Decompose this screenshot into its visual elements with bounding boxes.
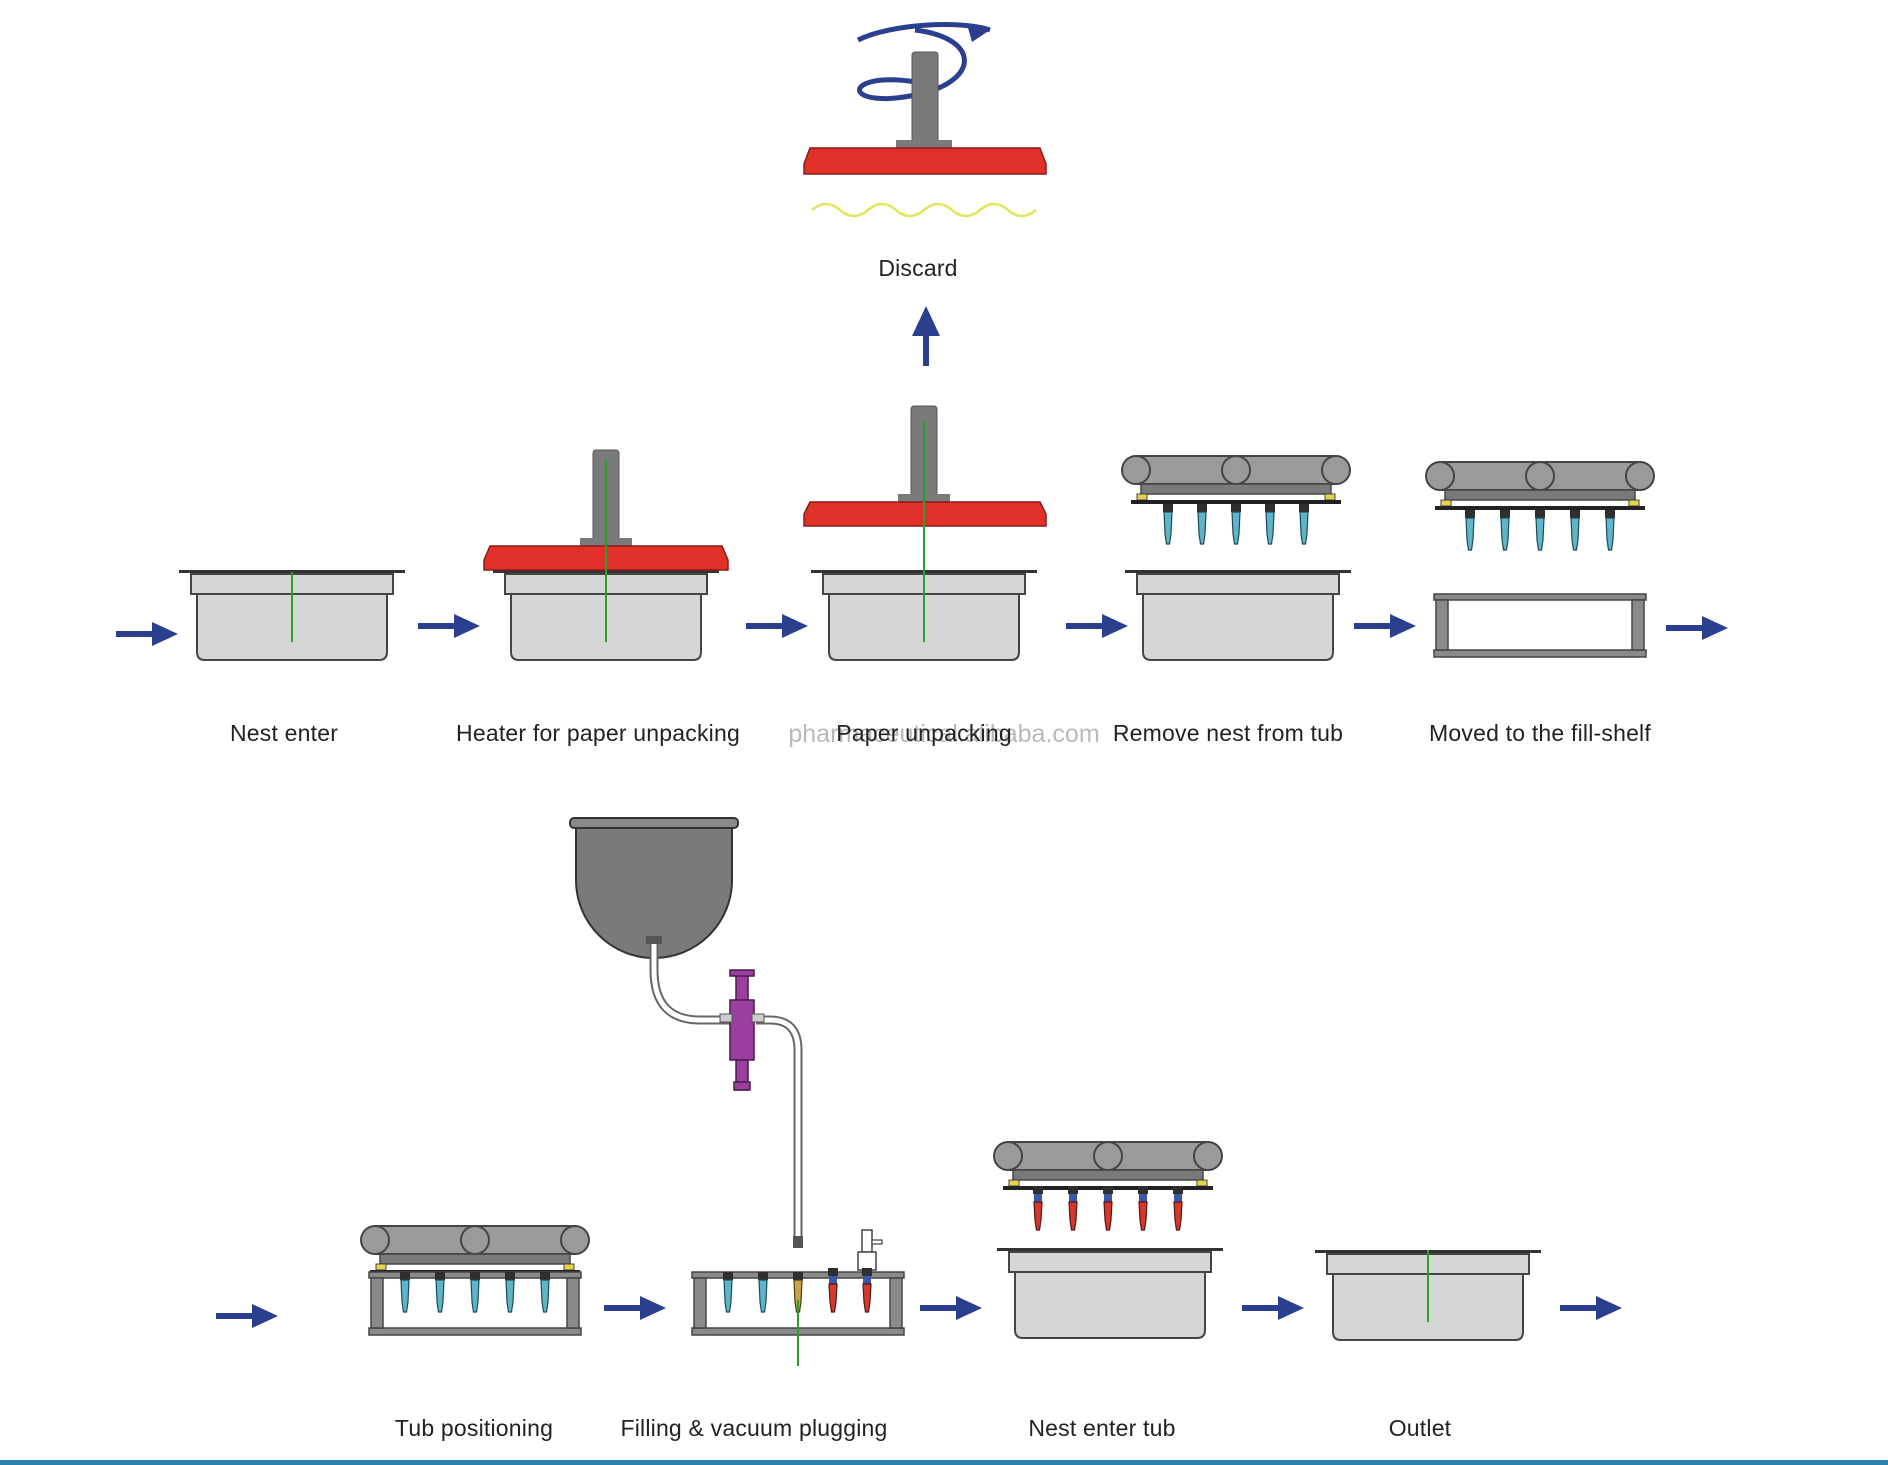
watermark: pharmaceutical.alibaba.com	[788, 720, 1100, 748]
flow-arrow	[1066, 614, 1128, 638]
step-remove-nest-illustration	[1121, 455, 1352, 661]
flow-arrow	[418, 614, 480, 638]
step-label-remove-nest: Remove nest from tub	[1112, 720, 1344, 746]
flow-arrow	[1354, 614, 1416, 638]
flow-arrow	[1666, 616, 1728, 640]
step-outlet-illustration	[1314, 1249, 1542, 1341]
flow-arrow	[1242, 1296, 1304, 1320]
step-label-outlet: Outlet	[1388, 1415, 1452, 1441]
step-label-paper-unpacking: Paper unpacking	[836, 720, 1012, 746]
step-nest-enter-tub-illustration	[993, 1141, 1224, 1339]
step-label-nest-enter: Nest enter	[229, 720, 339, 746]
step-heater-illustration	[483, 449, 729, 661]
flow-arrow	[116, 622, 178, 646]
flow-arrow	[1560, 1296, 1622, 1320]
step-fill-shelf-illustration	[1425, 461, 1655, 658]
flow-arrow	[216, 1304, 278, 1328]
step-label-filling: Filling & vacuum plugging	[620, 1415, 888, 1441]
up-arrow	[912, 306, 940, 366]
discard-label: Discard	[878, 255, 958, 281]
step-paper-unpacking-illustration	[803, 405, 1047, 661]
step-tub-positioning-illustration	[360, 1225, 590, 1336]
flow-arrow	[604, 1296, 666, 1320]
step-label-heater: Heater for paper unpacking	[456, 720, 740, 746]
discard-lid	[803, 22, 1047, 218]
flow-arrow	[746, 614, 808, 638]
step-label-fill-shelf: Moved to the fill-shelf	[1429, 720, 1651, 746]
step-nest-enter-illustration	[178, 569, 406, 661]
step-label-nest-enter-tub: Nest enter tub	[1028, 1415, 1176, 1441]
step-filling-illustration	[569, 817, 905, 1366]
footer-rule	[0, 1460, 1888, 1465]
flow-arrow	[920, 1296, 982, 1320]
step-label-tub-positioning: Tub positioning	[394, 1415, 554, 1441]
